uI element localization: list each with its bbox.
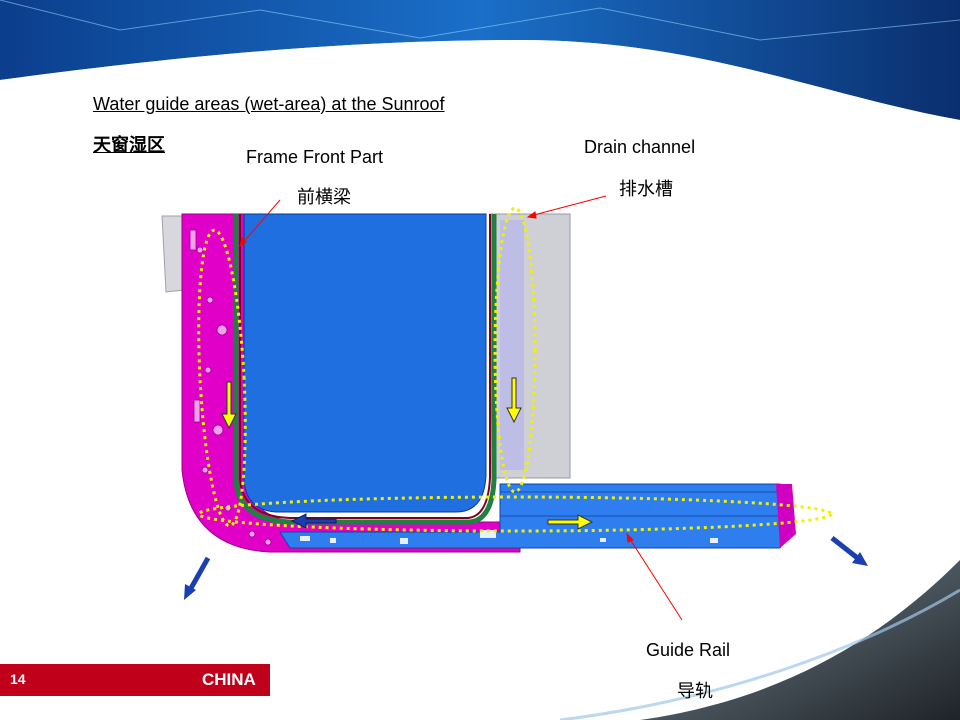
outflow-arrows (184, 536, 868, 600)
footer-bar (0, 664, 270, 696)
bottom-corner-shape (640, 560, 960, 720)
rail-end-cap (776, 484, 796, 548)
footer-brand: CHINA (202, 670, 256, 689)
guide-rail-label: Guide Rail (646, 640, 731, 660)
flow-arrow-right-icon (547, 514, 594, 530)
flow-arrow-down-icon (506, 377, 522, 424)
wet-area-highlights (197, 206, 833, 533)
slide-title-cn: 天窗湿区 (93, 135, 165, 156)
drain-channel-label-cn: 排水槽 (619, 179, 673, 200)
outflow-arrow-icon (852, 552, 868, 566)
page-number: 14 (10, 671, 26, 687)
outflow-arrow-icon (184, 584, 196, 600)
glass-panel (243, 213, 487, 513)
leader-lines (239, 195, 683, 621)
frame-front-part-label-cn: 前横梁 (297, 187, 351, 208)
slide-title: Water guide areas (wet-area) at the Sunr… (93, 94, 445, 114)
frame-details (189, 229, 272, 546)
water-flow-arrows (221, 377, 594, 530)
left-bracket (161, 215, 185, 293)
guide-rail-label-cn: 导轨 (677, 681, 713, 702)
seal (233, 214, 497, 525)
frame-front-part-label: Frame Front Part (246, 147, 384, 167)
drain-channel-label: Drain channel (584, 137, 696, 157)
flow-arrow-left-icon (290, 513, 337, 529)
top-wave-band (0, 0, 960, 120)
flow-arrow-down-icon (221, 381, 237, 430)
rail-details (300, 530, 718, 544)
